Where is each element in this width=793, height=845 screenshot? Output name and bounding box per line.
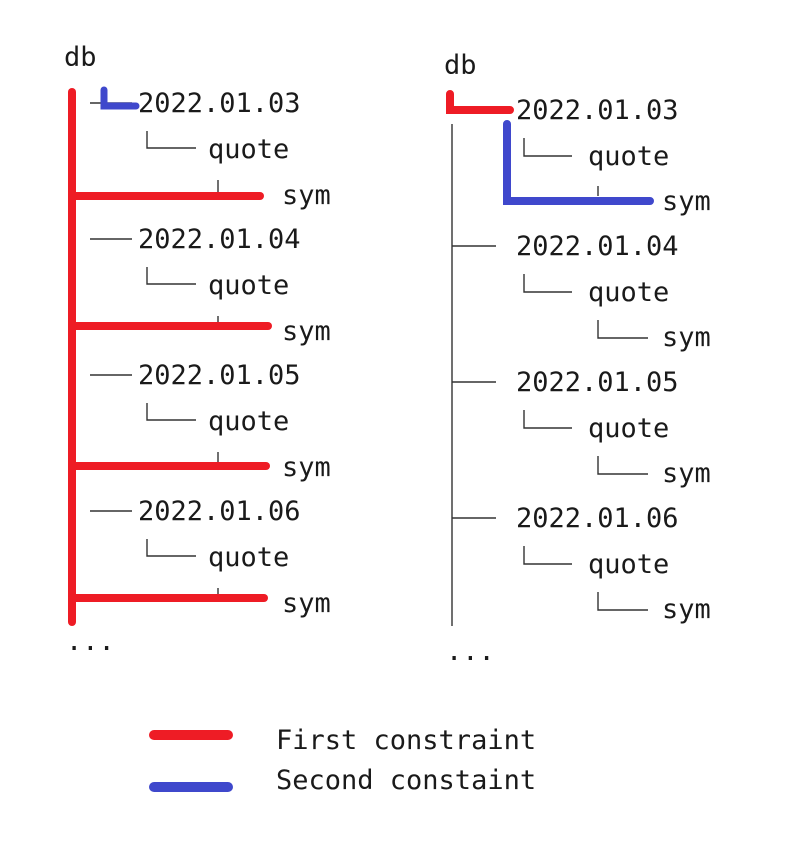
left-ellipsis: ... [66,626,115,657]
left-quote-1: quote [208,134,289,165]
right-tree-connectors [451,124,648,626]
right-date-1: 2022.01.03 [516,95,679,126]
legend-label-first: First constraint [276,725,536,756]
left-sym-3: sym [282,452,331,483]
right-sym-4: sym [662,594,711,625]
right-sym-2: sym [662,322,711,353]
right-quote-3: quote [588,413,669,444]
right-quote-2: quote [588,277,669,308]
legend: First constraint Second constaint [149,725,536,796]
left-tree: db 2022.01.03 2022.01.04 2022.01.05 2022… [64,42,331,657]
right-first-constraint [446,90,514,114]
left-first-constraint [68,88,272,626]
legend-label-second: Second constaint [276,765,536,796]
right-second-constraint [503,120,654,205]
left-date-2: 2022.01.04 [138,224,301,255]
left-quote-3: quote [208,406,289,437]
right-date-4: 2022.01.06 [516,503,679,534]
left-tree-connectors [90,102,219,600]
right-ellipsis: ... [446,636,495,667]
left-sym-2: sym [282,316,331,347]
right-tree: db 2022.01.03 2022.01.04 2022.01.05 2022… [444,50,711,667]
left-date-3: 2022.01.05 [138,360,301,391]
right-quote-1: quote [588,141,669,172]
right-date-3: 2022.01.05 [516,367,679,398]
left-quote-2: quote [208,270,289,301]
right-quote-4: quote [588,549,669,580]
right-date-2: 2022.01.04 [516,231,679,262]
right-sym-1: sym [662,186,711,217]
left-second-constraint [100,86,140,110]
right-sym-3: sym [662,458,711,489]
left-date-1: 2022.01.03 [138,88,301,119]
left-date-4: 2022.01.06 [138,496,301,527]
left-sym-4: sym [282,588,331,619]
left-sym-1: sym [282,180,331,211]
left-quote-4: quote [208,542,289,573]
right-root-label: db [444,50,477,81]
left-root-label: db [64,42,97,73]
